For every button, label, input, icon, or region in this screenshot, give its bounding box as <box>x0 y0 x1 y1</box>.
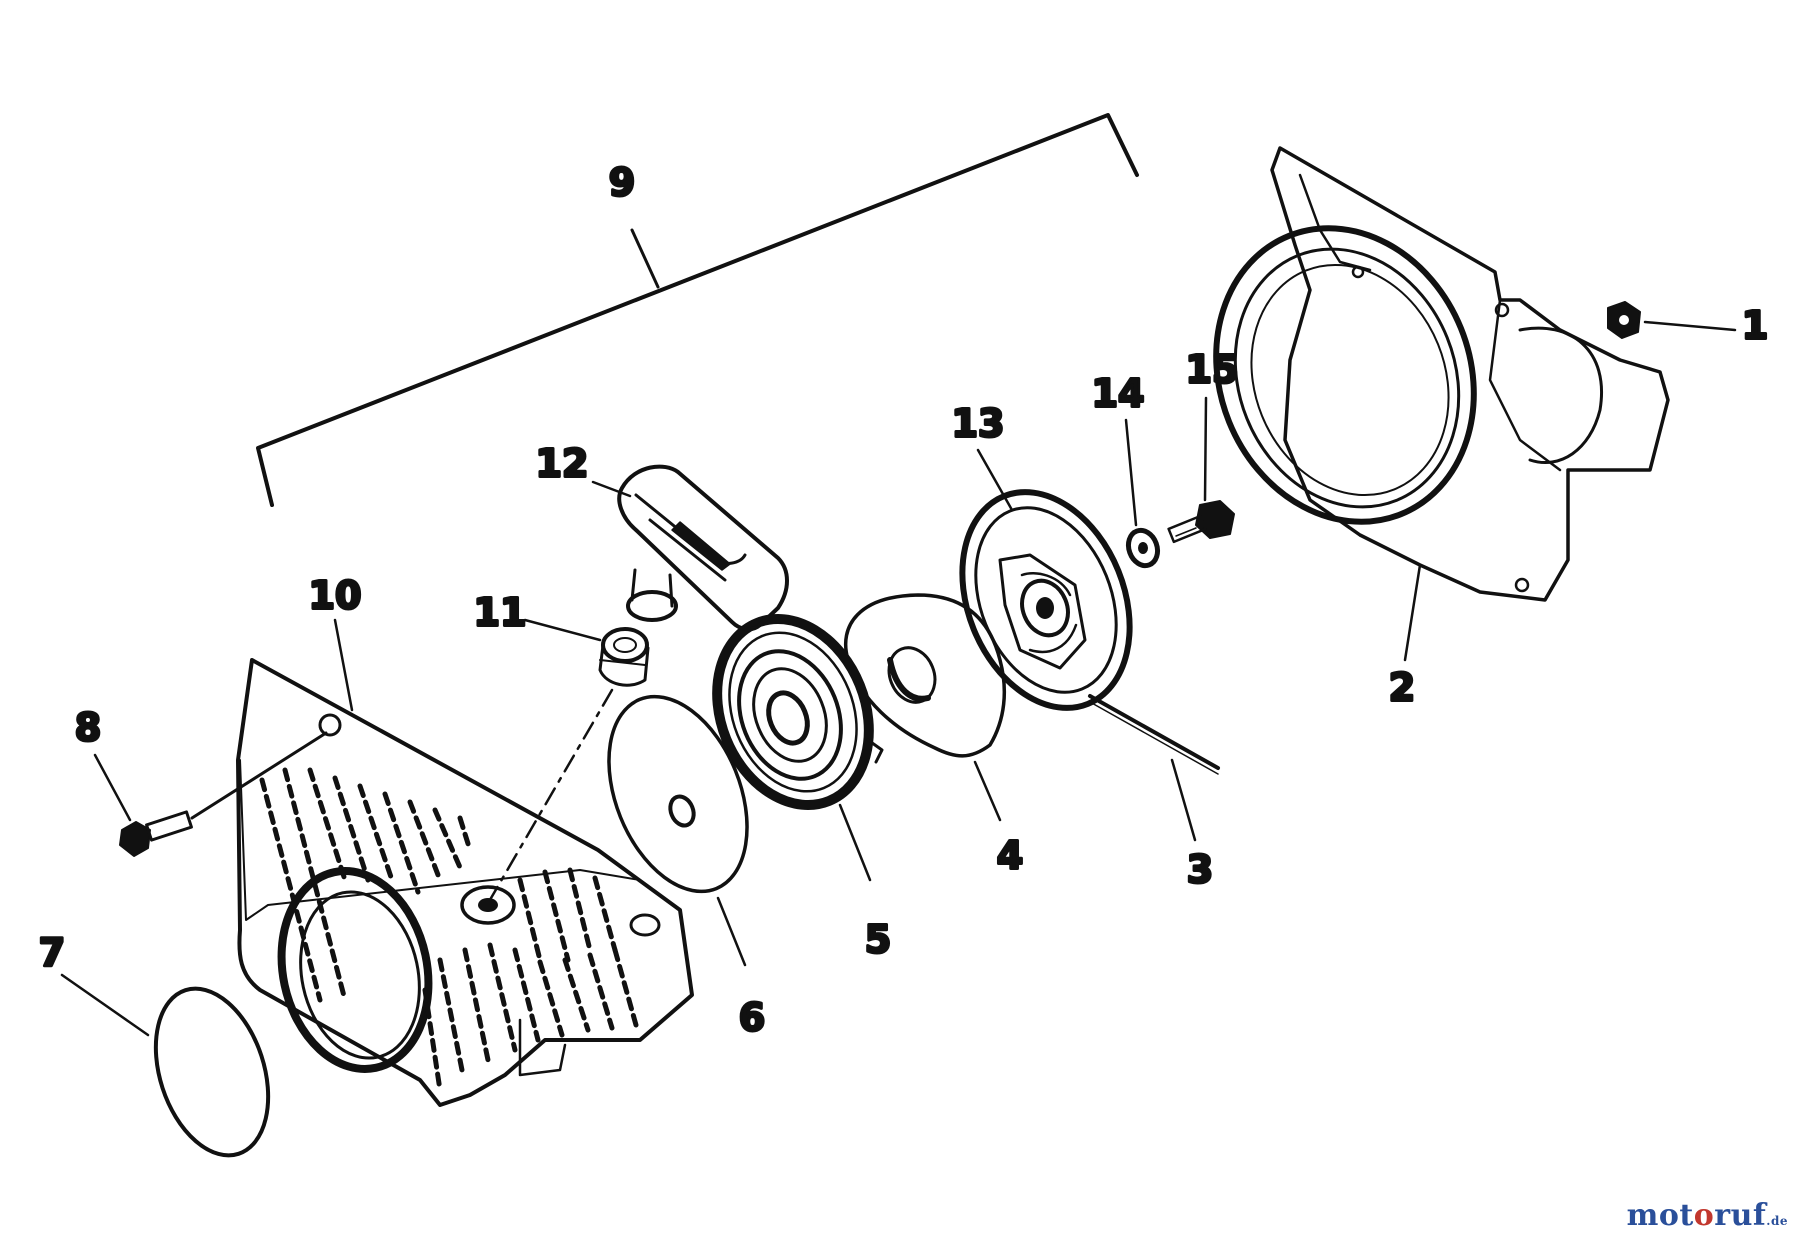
callout-3: 3 <box>1187 848 1213 892</box>
assembly-bracket <box>256 113 1139 507</box>
callout-7: 7 <box>39 931 65 975</box>
callout-6: 6 <box>739 996 765 1040</box>
watermark-suffix: .de <box>1766 1214 1788 1228</box>
starter-handle-part <box>617 464 789 632</box>
callout-15: 15 <box>1186 348 1239 392</box>
callout-10: 10 <box>309 574 362 618</box>
leader-lines <box>60 320 1737 1037</box>
callout-14: 14 <box>1092 372 1145 416</box>
washer-part <box>1125 527 1161 569</box>
watermark-part-1: mot <box>1626 1198 1694 1233</box>
callout-12: 12 <box>536 442 589 486</box>
bolt-part <box>119 731 328 857</box>
fan-housing-part <box>1213 146 1670 602</box>
watermark-logo: motoruf.de <box>1627 1198 1788 1233</box>
alignment-line <box>485 688 614 907</box>
screw-part <box>1167 500 1235 544</box>
grommet-part <box>598 627 650 687</box>
callout-13: 13 <box>952 402 1005 446</box>
callout-2: 2 <box>1389 666 1415 710</box>
callout-11: 11 <box>474 591 527 635</box>
nut-part <box>1607 301 1641 339</box>
rewind-spring-part <box>712 613 884 811</box>
callout-1: 1 <box>1742 304 1768 348</box>
callout-9: 9 <box>609 161 635 205</box>
plate-part <box>843 593 1007 758</box>
o-ring-part <box>153 986 271 1158</box>
callout-4: 4 <box>997 834 1023 878</box>
callout-labels: 1 2 3 4 5 6 7 8 9 10 11 12 13 14 15 <box>37 159 1769 1041</box>
watermark-part-2: o <box>1693 1198 1715 1233</box>
rope-pulley-part <box>959 489 1133 711</box>
callout-5: 5 <box>865 918 891 962</box>
callout-8: 8 <box>75 706 101 750</box>
starter-cover-part <box>236 658 694 1107</box>
starter-rope-part <box>1088 694 1220 775</box>
disc-washer-part <box>607 694 749 894</box>
watermark-part-3: ruf <box>1714 1198 1767 1233</box>
